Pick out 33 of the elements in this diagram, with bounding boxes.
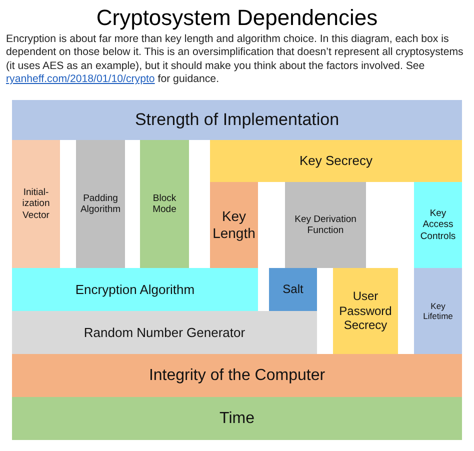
block-label: Initial-ization Vector xyxy=(21,186,51,222)
layer-block xyxy=(12,397,462,440)
layer-block xyxy=(12,311,317,354)
block-label: User Password Secrecy xyxy=(338,289,393,333)
layer-block xyxy=(76,140,125,268)
layer-block xyxy=(12,354,462,397)
intro-paragraph: Encryption is about far more than key length and algorithm choice. In this diagram, each box is dependent on those below it. This is an oversimplification that doesn’t represent all cryptosystems (it uses AES as an example), but it should make you think about the factors involved. See ryanheff.com/2018/01/10/crypto for guidance. xyxy=(6,33,464,87)
layer-block xyxy=(285,182,366,268)
block-label: Key Lifetime xyxy=(422,300,454,322)
block-label: Key Length xyxy=(212,208,256,242)
block-label: Time xyxy=(220,408,254,428)
guidance-link: ryanheff.com/2018/01/10/crypto xyxy=(6,73,155,86)
layer-block xyxy=(12,100,462,140)
block-label: Integrity of the Computer xyxy=(148,366,326,386)
block-label: Key Secrecy xyxy=(300,153,372,169)
layer-block xyxy=(269,268,317,311)
layer-block xyxy=(414,182,462,268)
layer-block xyxy=(140,140,189,268)
block-label: Key Access Controls xyxy=(419,208,457,242)
layer-block xyxy=(210,140,462,182)
block-label: Key Derivation Function xyxy=(294,214,358,236)
block-label: Padding Algorithm xyxy=(79,192,122,216)
block-label: Strength of Implementation xyxy=(134,110,340,130)
block-label: Block Mode xyxy=(152,192,178,216)
layer-block xyxy=(12,268,258,311)
block-label: Encryption Algorithm xyxy=(75,282,195,298)
block-label: Salt xyxy=(282,282,304,297)
layer-block xyxy=(210,182,258,268)
diagram-title: Cryptosystem Dependencies xyxy=(95,5,379,31)
layer-block xyxy=(12,140,60,268)
block-label: Random Number Generator xyxy=(84,324,246,340)
layer-block xyxy=(333,268,398,354)
layer-block xyxy=(414,268,462,354)
